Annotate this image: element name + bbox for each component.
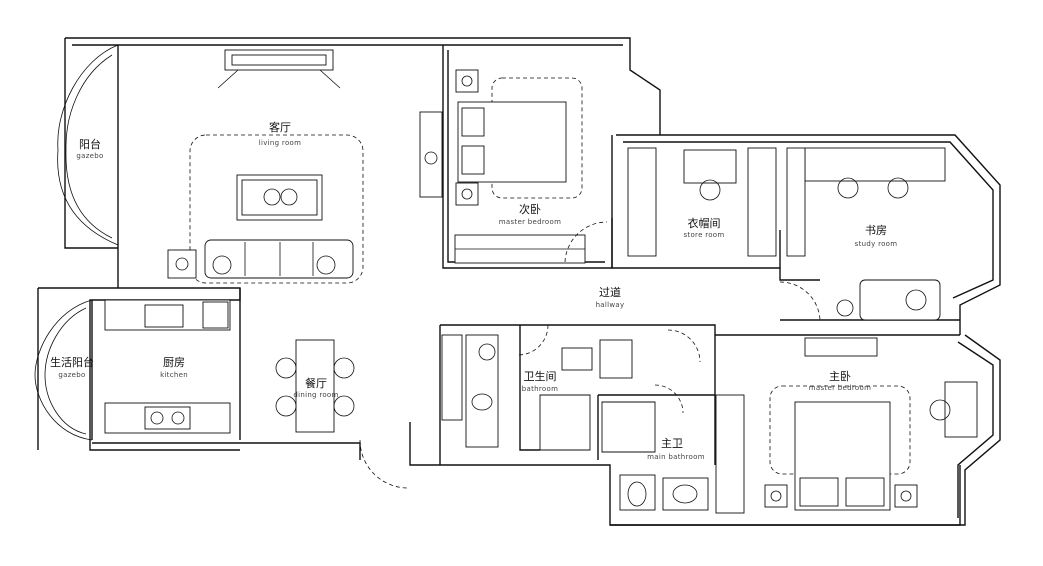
kitchen-counter-top <box>104 299 231 331</box>
cloakroom-racks <box>627 147 777 257</box>
main-bathroom-fixtures <box>599 339 709 511</box>
coffee-table <box>236 174 323 221</box>
label-balcony-zh: 阳台 <box>79 137 101 151</box>
master-tv <box>804 337 878 357</box>
label-master-en: master bedroom <box>809 384 871 392</box>
bathroom-fixtures <box>441 334 593 451</box>
label-utility-zh: 生活阳台 <box>50 355 94 369</box>
label-mainbath-zh: 主卫 <box>661 437 683 450</box>
label-master-zh: 主卧 <box>829 370 851 383</box>
label-utility-en: gazebo <box>58 371 85 379</box>
sofa <box>204 239 354 279</box>
label-living-en: living room <box>259 139 302 147</box>
dining-table <box>275 339 355 433</box>
label-dining-zh: 餐厅 <box>305 376 327 390</box>
kitchen-counter-bottom <box>104 402 231 434</box>
side-table <box>167 249 197 279</box>
label-bedroom2-en: master bedroom <box>499 218 561 226</box>
label-kitchen-en: kitchen <box>160 371 188 379</box>
label-balcony-en: gazebo <box>76 152 103 160</box>
master-vanity <box>929 381 978 438</box>
label-bathroom-zh: 卫生间 <box>524 369 557 383</box>
study-sofa <box>859 279 941 321</box>
label-bathroom-en: bathroom <box>522 385 558 393</box>
label-hallway-en: hallway <box>596 301 625 309</box>
label-dining-en: dining room <box>293 391 338 399</box>
wardrobe-panel <box>419 111 443 198</box>
label-cloakroom-zh: 衣帽间 <box>688 216 721 230</box>
study-lamp <box>836 299 854 317</box>
bedroom2-bed <box>455 69 567 206</box>
label-mainbath-en: main bathroom <box>647 453 705 461</box>
master-bed <box>764 401 918 511</box>
label-study-zh: 书房 <box>865 224 887 237</box>
study-desk <box>804 147 946 199</box>
tv-cabinet <box>217 49 341 89</box>
label-living-zh: 客厅 <box>269 120 291 134</box>
label-kitchen-zh: 厨房 <box>163 356 185 369</box>
master-wardrobe <box>715 394 745 514</box>
study-shelf <box>786 147 806 257</box>
living-rug <box>189 134 364 284</box>
label-study-en: study room <box>855 240 898 248</box>
label-cloakroom-en: store room <box>683 231 724 239</box>
label-hallway-zh: 过道 <box>599 285 621 299</box>
label-bedroom2-zh: 次卧 <box>519 202 541 216</box>
balcony-gazebo-outline <box>34 44 119 441</box>
door-swings <box>359 221 821 489</box>
bedroom2-wardrobe <box>454 234 586 264</box>
room-labels: 客厅 living room 次卧 master bedroom 衣帽间 sto… <box>50 120 897 461</box>
